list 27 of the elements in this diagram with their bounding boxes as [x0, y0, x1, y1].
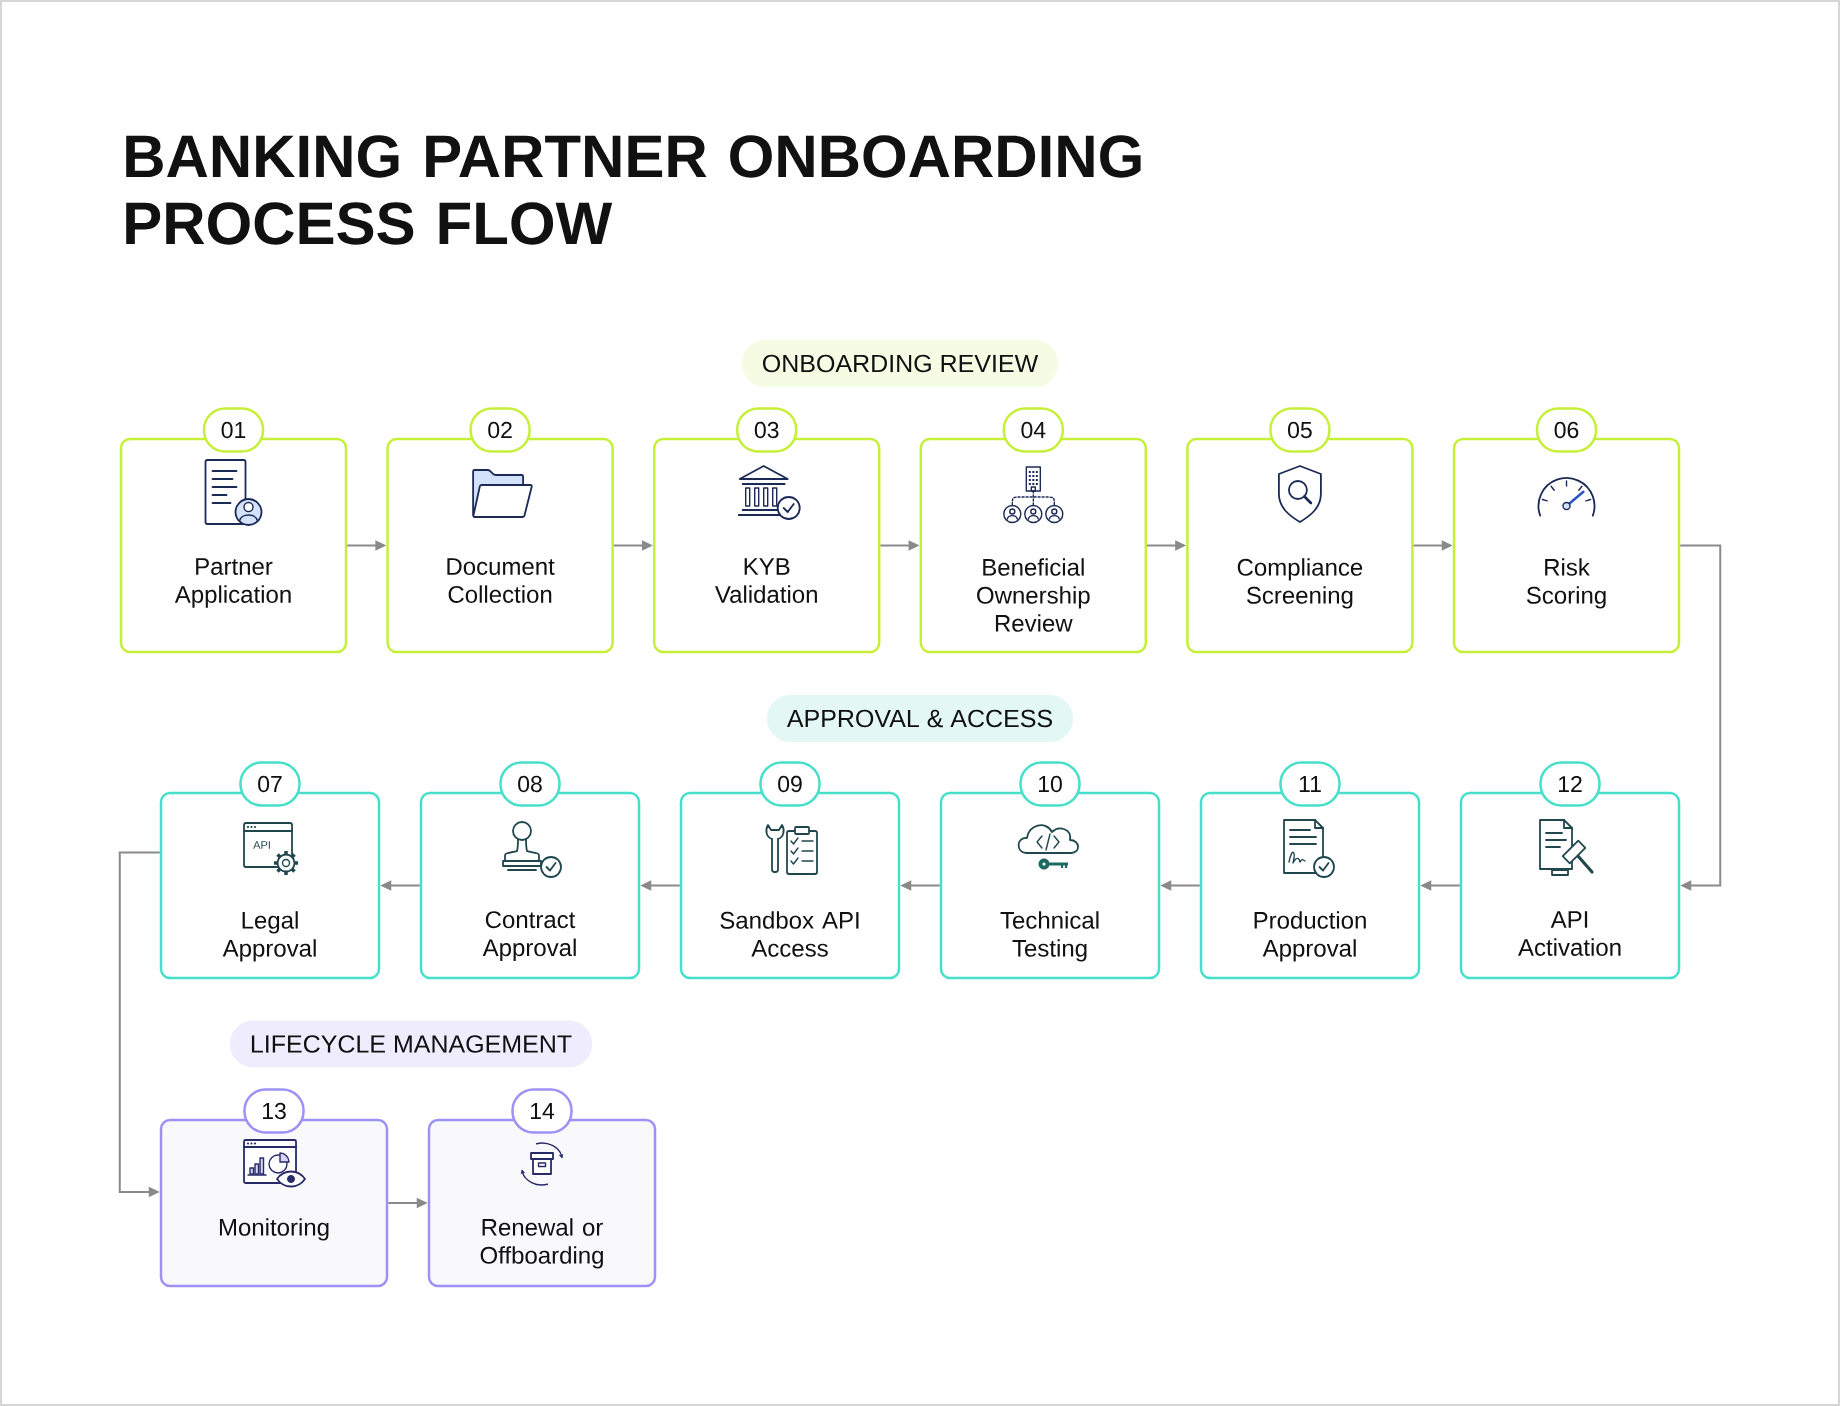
section-pill: ONBOARDING REVIEW: [741, 340, 1059, 387]
step-number-badge: 13: [243, 1088, 305, 1134]
process-box: Renewal or Offboarding: [427, 1118, 657, 1288]
process-box: Production Approval: [1199, 791, 1421, 980]
step-number-badge: 09: [759, 761, 821, 807]
step-number-badge: 12: [1539, 761, 1601, 807]
step-number-badge: 03: [735, 407, 798, 453]
step-number-badge: 14: [511, 1088, 573, 1134]
step-number-badge: 04: [1002, 407, 1065, 453]
step-number-badge: 06: [1535, 407, 1598, 453]
arrow: [1679, 544, 1722, 891]
step-number-badge: 10: [1019, 761, 1081, 807]
step-number-badge: 01: [202, 407, 265, 453]
step-number-badge: 02: [469, 407, 531, 453]
section-pill: LIFECYCLE MANAGEMENT: [229, 1020, 593, 1068]
step-number-badge: 05: [1269, 407, 1331, 453]
process-box: KYB Validation: [652, 437, 881, 654]
process-box: Risk Scoring: [1452, 437, 1681, 654]
icon-text: API: [253, 841, 270, 849]
process-box: API Activation: [1459, 791, 1681, 980]
section-pill: APPROVAL & ACCESS: [766, 695, 1074, 742]
step-number-badge: 11: [1279, 761, 1341, 807]
process-box: Beneficial Ownership Review: [919, 437, 1148, 654]
process-box: Partner Application: [119, 437, 348, 654]
step-number-badge: 08: [499, 761, 561, 807]
title: BANKING PARTNER ONBOARDING PROCESS FLOW: [126, 135, 1141, 245]
step-number-badge: 07: [239, 761, 301, 807]
